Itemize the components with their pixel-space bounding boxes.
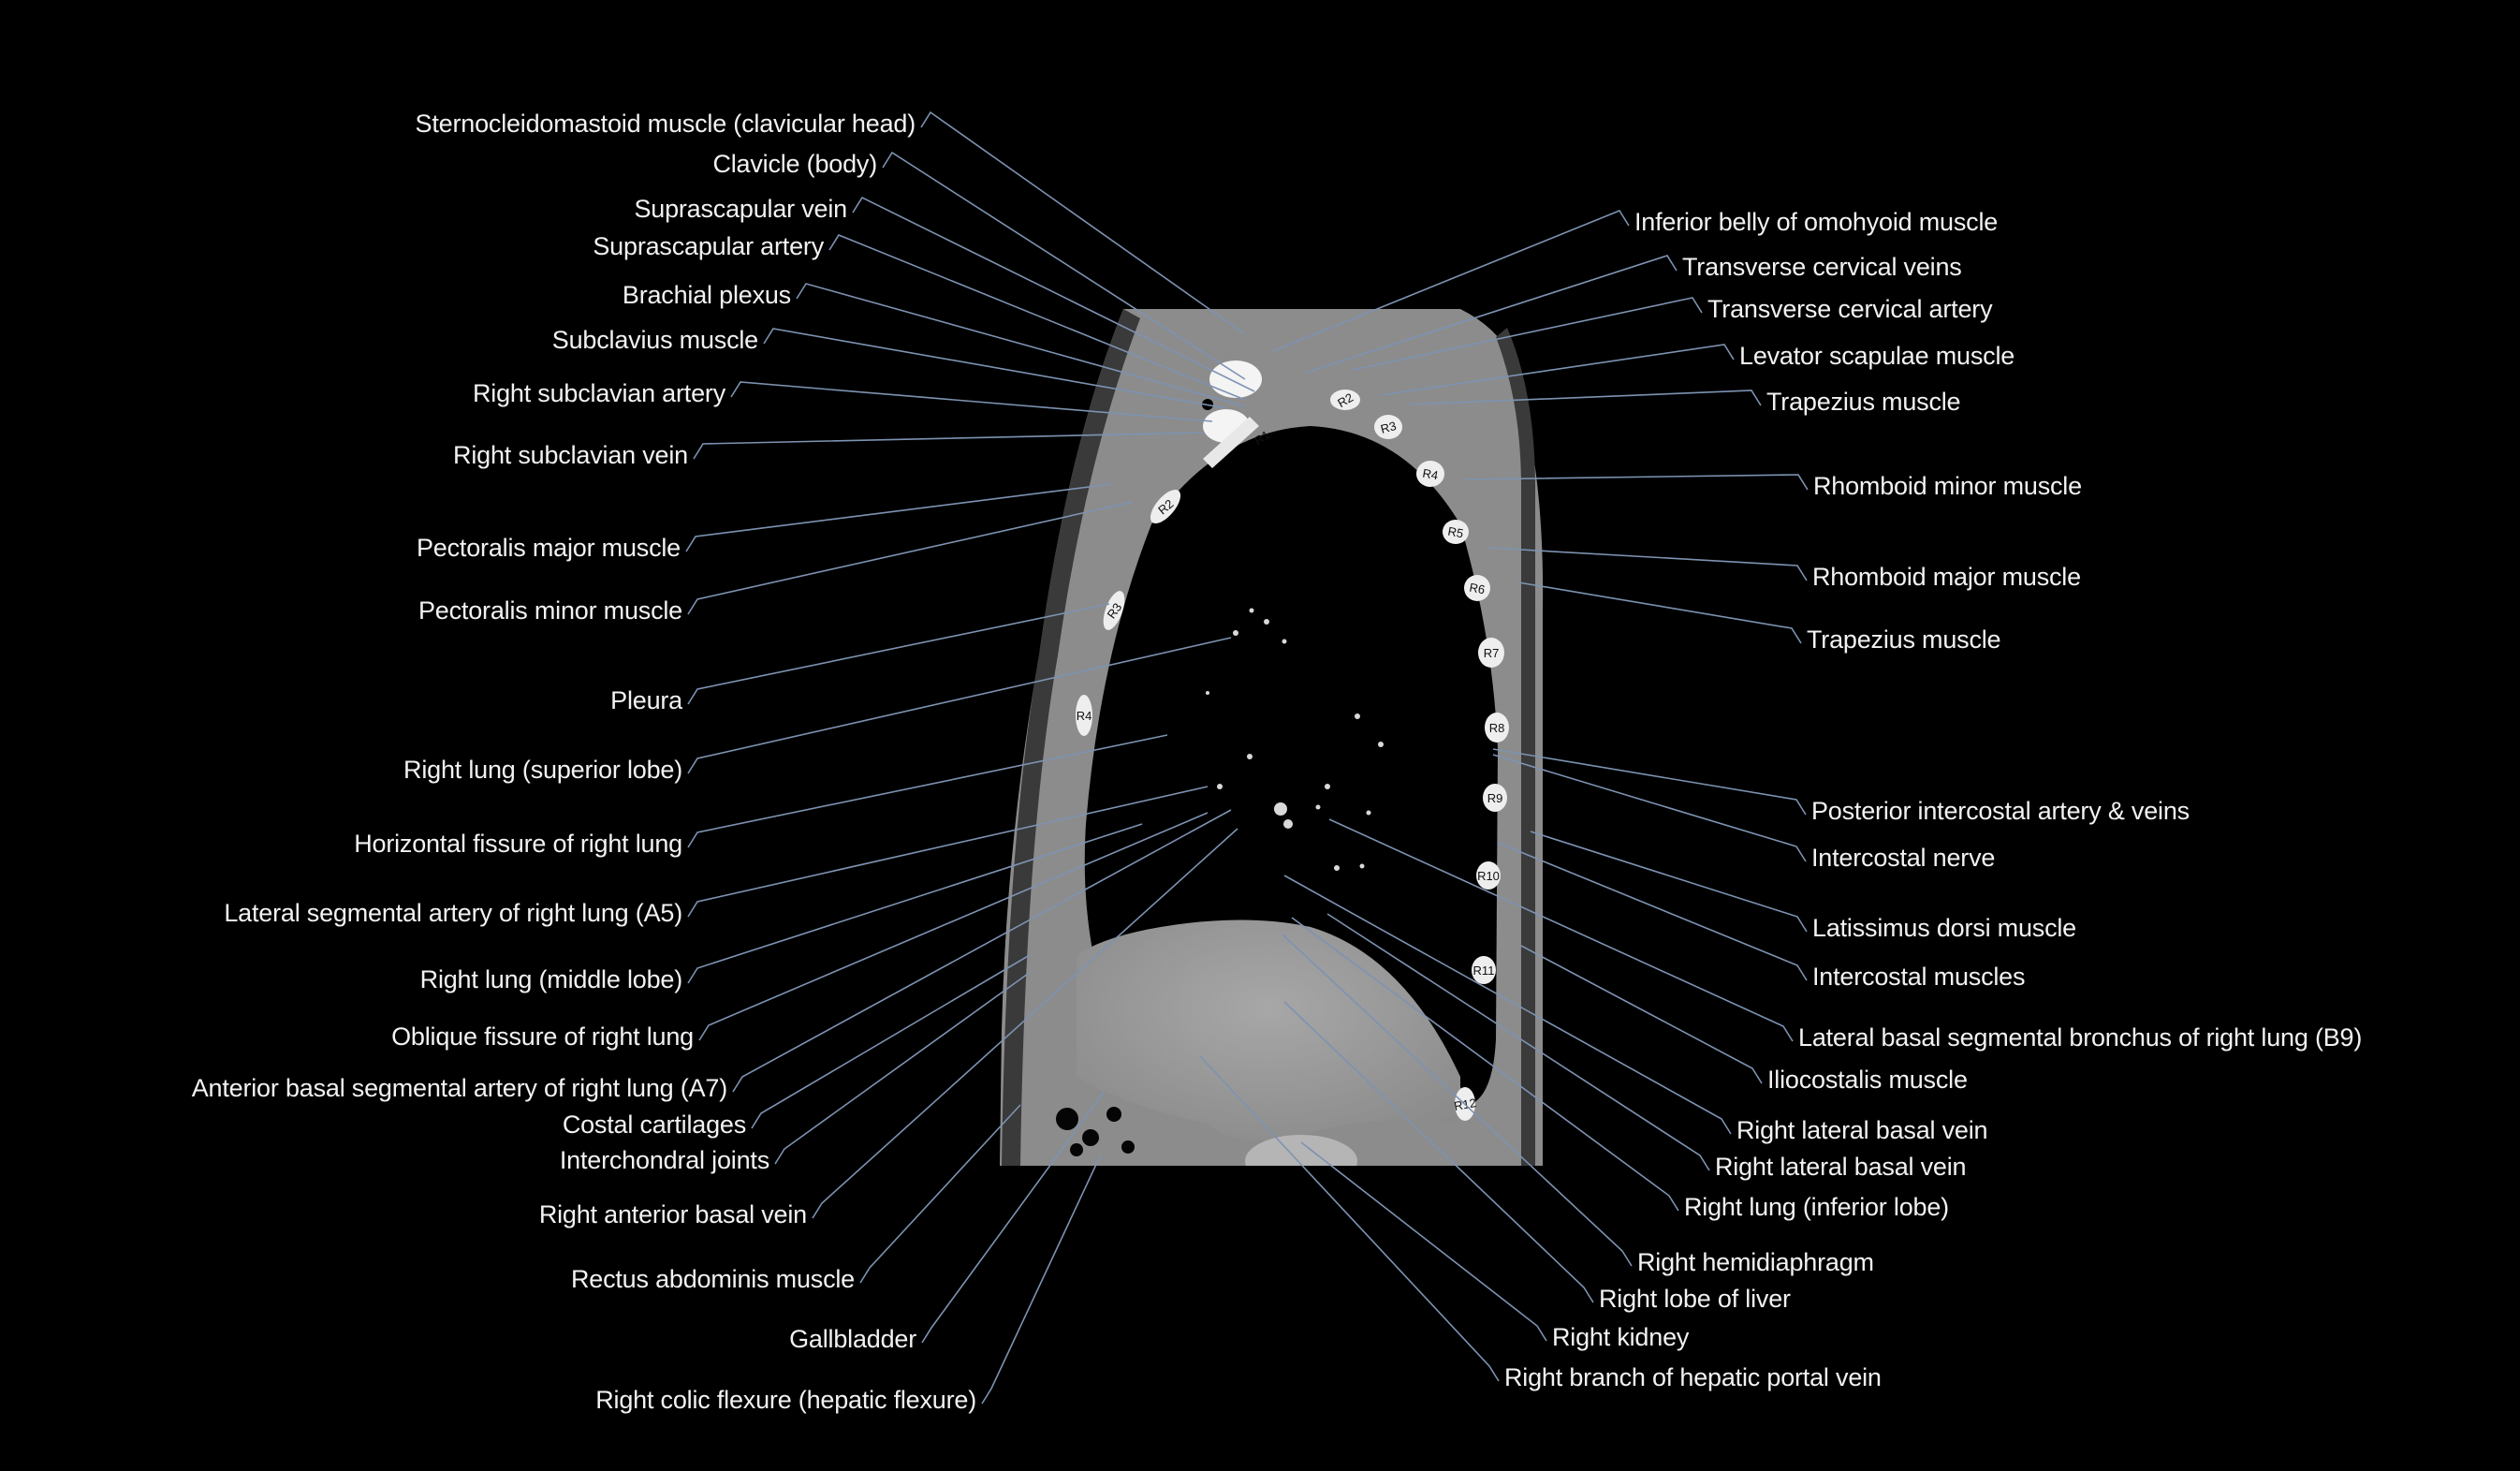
rib-marker-r4: R4 xyxy=(1421,466,1439,483)
label-transverse-cervical-artery: Transverse cervical artery xyxy=(1707,295,1993,323)
label-right-lateral-basal-vein: Right lateral basal vein xyxy=(1736,1116,1988,1144)
label-right-subclavian-artery: Right subclavian artery xyxy=(472,379,725,407)
label-lateral-segmental-artery-of-right-lung-a5: Lateral segmental artery of right lung (… xyxy=(224,899,682,927)
label-anterior-basal-segmental-artery-of-right-lung-a7: Anterior basal segmental artery of right… xyxy=(191,1074,727,1102)
rib-marker-r11: R11 xyxy=(1473,964,1495,978)
label-pleura: Pleura xyxy=(610,686,682,714)
label-posterior-intercostal-artery-veins: Posterior intercostal artery & veins xyxy=(1811,797,2190,825)
label-trapezius-muscle: Trapezius muscle xyxy=(1766,388,1961,416)
label-intercostal-nerve: Intercostal nerve xyxy=(1811,844,1996,872)
label-suprascapular-vein: Suprascapular vein xyxy=(634,195,847,223)
label-latissimus-dorsi-muscle: Latissimus dorsi muscle xyxy=(1812,914,2076,942)
label-right-kidney: Right kidney xyxy=(1552,1323,1690,1351)
label-sternocleidomastoid-muscle-clavicular-head: Sternocleidomastoid muscle (clavicular h… xyxy=(415,110,916,138)
label-costal-cartilages: Costal cartilages xyxy=(562,1111,746,1139)
label-trapezius-muscle: Trapezius muscle xyxy=(1807,625,2001,654)
label-lateral-basal-segmental-bronchus-of-right-lung-b9: Lateral basal segmental bronchus of righ… xyxy=(1798,1023,2363,1052)
rib-marker-r9: R9 xyxy=(1487,791,1503,805)
label-inferior-belly-of-omohyoid-muscle: Inferior belly of omohyoid muscle xyxy=(1634,208,1999,236)
label-iliocostalis-muscle: Iliocostalis muscle xyxy=(1767,1066,1968,1094)
rib-marker-r6: R6 xyxy=(1468,581,1486,597)
rib-marker-r10: R10 xyxy=(1477,869,1500,883)
label-right-anterior-basal-vein: Right anterior basal vein xyxy=(538,1200,807,1228)
label-right-lobe-of-liver: Right lobe of liver xyxy=(1599,1285,1791,1313)
label-pectoralis-minor-muscle: Pectoralis minor muscle xyxy=(418,596,682,625)
label-right-lung-middle-lobe: Right lung (middle lobe) xyxy=(419,965,683,993)
label-right-hemidiaphragm: Right hemidiaphragm xyxy=(1637,1248,1874,1276)
label-oblique-fissure-of-right-lung: Oblique fissure of right lung xyxy=(391,1022,694,1051)
label-right-branch-of-hepatic-portal-vein: Right branch of hepatic portal vein xyxy=(1504,1363,1882,1391)
label-suprascapular-artery: Suprascapular artery xyxy=(593,232,824,260)
label-rhomboid-major-muscle: Rhomboid major muscle xyxy=(1812,563,2081,591)
label-brachial-plexus: Brachial plexus xyxy=(622,281,791,309)
label-intercostal-muscles: Intercostal muscles xyxy=(1812,963,2026,991)
label-rectus-abdominis-muscle: Rectus abdominis muscle xyxy=(570,1265,855,1293)
label-transverse-cervical-veins: Transverse cervical veins xyxy=(1682,253,1962,281)
rib-marker-r2: R2 xyxy=(1335,390,1355,410)
label-horizontal-fissure-of-right-lung: Horizontal fissure of right lung xyxy=(354,830,682,858)
rib-marker-r4: R4 xyxy=(1077,709,1092,723)
label-gallbladder: Gallbladder xyxy=(789,1325,916,1353)
label-levator-scapulae-muscle: Levator scapulae muscle xyxy=(1739,342,2015,370)
label-right-lung-superior-lobe: Right lung (superior lobe) xyxy=(403,756,682,784)
label-pectoralis-major-muscle: Pectoralis major muscle xyxy=(417,534,681,562)
rib-marker-r8: R8 xyxy=(1489,721,1505,735)
label-clavicle-body: Clavicle (body) xyxy=(712,150,877,178)
label-right-colic-flexure-hepatic-flexure: Right colic flexure (hepatic flexure) xyxy=(595,1386,976,1414)
rib-marker-r7: R7 xyxy=(1484,646,1500,660)
label-rhomboid-minor-muscle: Rhomboid minor muscle xyxy=(1813,472,2082,500)
label-subclavius-muscle: Subclavius muscle xyxy=(551,326,758,354)
rib-marker-r5: R5 xyxy=(1446,524,1464,541)
label-right-subclavian-vein: Right subclavian vein xyxy=(453,441,688,469)
label-right-lateral-basal-vein: Right lateral basal vein xyxy=(1715,1153,1967,1181)
rib-marker-r3: R3 xyxy=(1379,419,1398,436)
label-right-lung-inferior-lobe: Right lung (inferior lobe) xyxy=(1684,1193,1949,1221)
label-interchondral-joints: Interchondral joints xyxy=(559,1146,769,1174)
